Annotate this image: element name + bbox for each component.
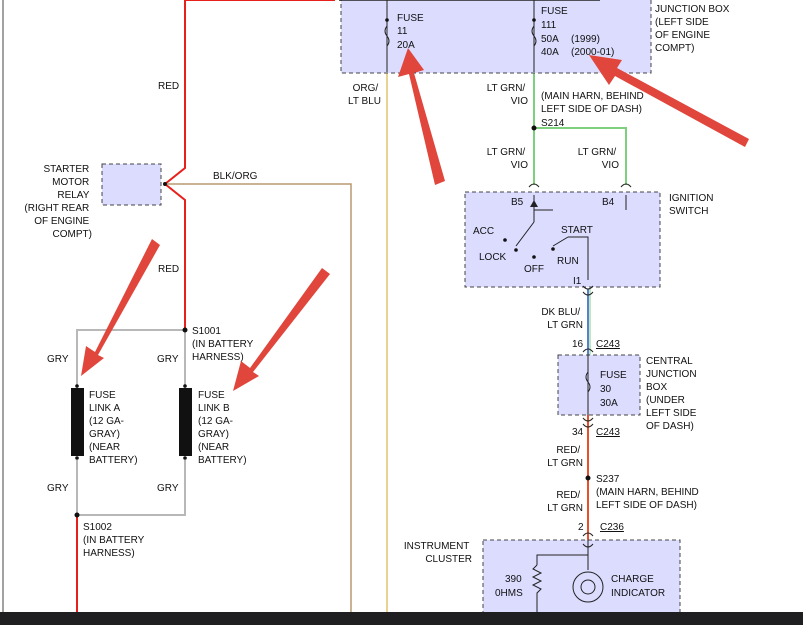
ign-off-label: OFF	[524, 264, 544, 275]
ign-run-label: RUN	[557, 256, 579, 267]
relay-terminal-dot	[163, 182, 167, 186]
annotation-arrow-fuse11	[398, 48, 445, 185]
s1001-label: S1001 (IN BATTERY HARNESS)	[192, 326, 256, 363]
fuse111-label: FUSE 111 50A 40A	[541, 6, 570, 58]
s1002-dot	[74, 512, 80, 518]
ign-i1-label: I1	[573, 276, 582, 287]
instrument-cluster-title: INSTRUMENT CLUSTER	[404, 541, 472, 565]
blk-org-wire	[165, 183, 352, 612]
gry-wire-a-top	[76, 329, 185, 388]
gry-wire-b-bottom	[77, 460, 186, 516]
s214-dot	[531, 125, 537, 131]
annotation-arrow-fuse-link-b	[233, 268, 330, 391]
ign-b4-label: B4	[602, 197, 615, 208]
relay-label: STARTER MOTOR RELAY (RIGHT REAR OF ENGIN…	[24, 164, 92, 240]
ign-arrow	[530, 200, 538, 207]
annotation-arrow-fuse111	[589, 55, 749, 147]
pin16-label: 16	[572, 339, 584, 350]
s214-note: (MAIN HARN, BEHIND LEFT SIDE OF DASH)	[541, 91, 647, 115]
charge-indicator-filament	[580, 579, 596, 595]
c236-label: C236	[600, 522, 624, 533]
fuse-link-a	[71, 388, 84, 456]
red-wire-main	[163, 0, 335, 330]
taskbar	[0, 612, 803, 625]
ignition-switch-title: IGNITION SWITCH	[669, 193, 716, 217]
wire-label-org-lt-blu: ORG/ LT BLU	[348, 83, 381, 107]
fuse11-dot	[385, 18, 389, 22]
fuse11-label: FUSE 11 20A	[397, 13, 426, 51]
wire-label-lt-grn-vio-left: LT GRN/ VIO	[487, 147, 529, 171]
central-junction-box	[557, 354, 641, 416]
fuse11-symbol	[384, 25, 390, 47]
s214-label: S214	[541, 118, 565, 129]
charge-indicator-lamp	[572, 571, 604, 603]
wire-label-gry-a-top: GRY	[47, 354, 69, 365]
ign-acc-contact	[503, 238, 507, 242]
fuse-link-b-label: FUSE LINK B (12 GA- GRAY) (NEAR BATTERY)	[198, 390, 247, 466]
ign-i1-line	[568, 236, 589, 280]
wire-label-gry-a-bottom: GRY	[47, 483, 69, 494]
ign-off-contact	[532, 255, 536, 259]
fuse-link-a-label: FUSE LINK A (12 GA- GRAY) (NEAR BATTERY)	[89, 390, 138, 466]
fuse111-symbol	[531, 25, 537, 47]
wire-label-lt-grn-vio-right: LT GRN/ VIO	[578, 147, 620, 171]
link-b-bottom-dot	[183, 456, 187, 460]
link-a-top-dot	[75, 384, 79, 388]
wire-label-lt-grn-vio-top: LT GRN/ VIO	[487, 83, 529, 107]
wire-label-red-upper: RED	[158, 81, 179, 92]
wire-label-gry-b-top: GRY	[157, 354, 179, 365]
connector-markers	[528, 183, 632, 548]
fuse111-dot	[532, 18, 536, 22]
ign-lock-label: LOCK	[479, 252, 507, 263]
ign-start-label: START	[561, 225, 593, 236]
ign-blade-1	[515, 221, 535, 247]
engine-junction-box-title: JUNCTION BOX (LEFT SIDE OF ENGINE COMPT)	[655, 4, 732, 54]
ignition-switch-box	[464, 191, 661, 288]
link-b-top-dot	[183, 384, 187, 388]
central-fuse-symbol	[585, 371, 591, 393]
pin34-label: 34	[572, 427, 584, 438]
pin2-label: 2	[578, 522, 584, 533]
ign-lock-contact	[514, 248, 518, 252]
wire-label-dk-blu-lt-grn: DK BLU/ LT GRN	[541, 307, 583, 331]
starter-relay-box	[101, 163, 162, 206]
resistor-label: 390 0HMS	[495, 574, 524, 599]
ign-run-contact	[551, 247, 555, 251]
annotation-arrow-fuse-link-a	[81, 239, 160, 376]
resistor-symbol	[531, 564, 543, 613]
central-junction-box-title: CENTRAL JUNCTION BOX (UNDER LEFT SIDE OF…	[646, 356, 699, 432]
wire-label-blk-org: BLK/ORG	[213, 171, 258, 182]
s1001-dot	[182, 327, 188, 333]
year-2000-label: (2000-01)	[571, 47, 614, 58]
c243-bottom-label: C243	[596, 427, 620, 438]
ign-b5-label: B5	[511, 197, 524, 208]
wire-label-red-lower: RED	[158, 264, 179, 275]
link-a-bottom-dot	[75, 456, 79, 460]
lt-grn-vio-wire-right	[534, 127, 627, 185]
year-1999-label: (1999)	[571, 34, 600, 45]
charge-indicator-label: CHARGE INDICATOR	[611, 574, 665, 599]
central-fuse-label: FUSE 30 30A	[600, 370, 629, 409]
ign-acc-label: ACC	[473, 226, 494, 237]
ign-blade-2	[552, 236, 569, 247]
wire-label-gry-b-bottom: GRY	[157, 483, 179, 494]
s1002-label: S1002 (IN BATTERY HARNESS)	[83, 522, 147, 559]
s237-label: S237 (MAIN HARN, BEHIND LEFT SIDE OF DAS…	[596, 474, 702, 511]
instrument-cluster-box	[482, 539, 681, 616]
c243-top-label: C243	[596, 339, 620, 350]
fuse-link-b	[179, 388, 192, 456]
wire-label-red-lt-grn-2: RED/ LT GRN	[547, 490, 583, 514]
wire-label-red-lt-grn-1: RED/ LT GRN	[547, 445, 583, 469]
s237-dot	[585, 475, 591, 481]
